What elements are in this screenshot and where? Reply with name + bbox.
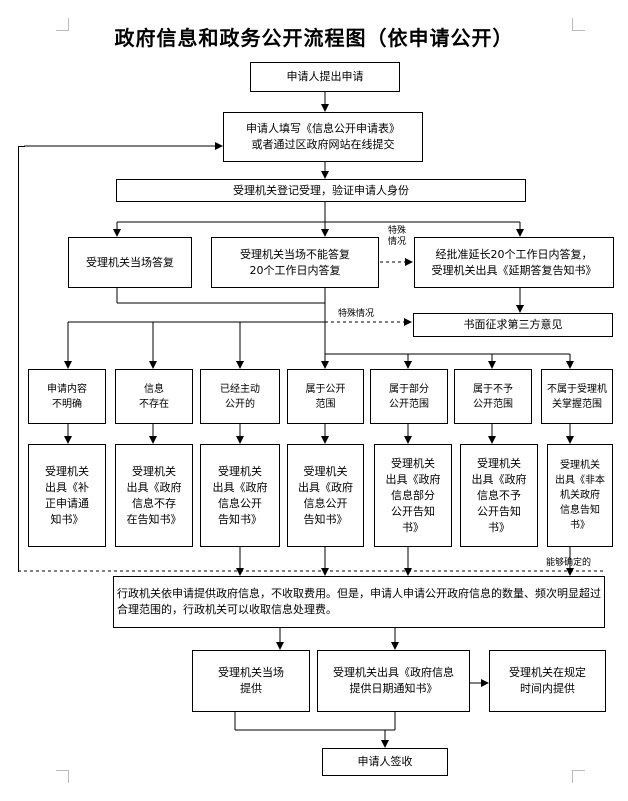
provide-on-spot: 受理机关当场 提供 xyxy=(192,650,310,712)
corner-mark xyxy=(56,18,69,31)
result-refuse-notice: 受理机关 出具《政府 信息不予 公开告知 书》 xyxy=(460,444,538,547)
category-partial-public: 属于部分 公开范围 xyxy=(370,369,448,424)
corner-mark xyxy=(572,770,585,783)
corner-mark xyxy=(572,18,585,31)
feedback-line xyxy=(18,146,25,572)
page-title: 政府信息和政务公开流程图（依申请公开） xyxy=(114,26,514,50)
applicant-sign: 申请人签收 xyxy=(322,748,448,776)
step-register-verify: 受理机关登记受理，验证申请人身份 xyxy=(116,179,526,202)
step-answer-on-spot: 受理机关当场答复 xyxy=(68,237,192,288)
step-answer-within-20-days: 受理机关当场不能答复 20个工作日内答复 xyxy=(211,237,379,288)
able-to-determine-label: 能够确定的 xyxy=(546,558,592,568)
category-not-public: 属于不予 公开范围 xyxy=(454,369,532,424)
result-correction-notice: 受理机关 出具《补 正申请通 知书》 xyxy=(28,444,106,547)
step-extend-20-days: 经批准延长20个工作日内答复， 受理机关出具《延期答复告知书》 xyxy=(414,237,614,288)
special-case-label: 特殊 情况 xyxy=(388,226,407,247)
corner-mark xyxy=(56,770,69,783)
step-fill-application: 申请人填写《信息公开申请表》 或者通过区政府网站在线提交 xyxy=(223,112,423,162)
special-case-label-2: 特殊情况 xyxy=(338,309,375,319)
category-already-public: 已经主动 公开的 xyxy=(200,369,280,424)
category-unclear-content: 申请内容 不明确 xyxy=(28,369,106,424)
result-partial-notice: 受理机关 出具《政府 信息部分 公开告知 书》 xyxy=(374,444,452,547)
result-non-agency-notice: 受理机关 出具《非本 机关政府 信息告知 书》 xyxy=(547,444,613,547)
step-submit-request: 申请人提出申请 xyxy=(250,62,400,92)
fee-notice: 行政机关依申请提供政府信息，不收取费用。但是，申请人申请公开政府信息的数量、频次… xyxy=(113,576,605,628)
result-public-notice-a: 受理机关 出具《政府 信息公开 告知书》 xyxy=(200,444,280,547)
provide-date-notice: 受理机关出具《政府信息 提供日期通知书》 xyxy=(317,650,470,712)
category-out-of-scope: 不属于受理机 关掌握范围 xyxy=(541,369,613,424)
category-info-not-exist: 信息 不存在 xyxy=(115,369,193,424)
result-not-exist-notice: 受理机关 出具《政府 信息不存 在告知书》 xyxy=(115,444,193,547)
result-public-notice-b: 受理机关 出具《政府 信息公开 告知书》 xyxy=(287,444,364,547)
step-third-party-opinion: 书面征求第三方意见 xyxy=(413,313,613,337)
category-public-scope: 属于公开 范围 xyxy=(287,369,364,424)
provide-in-time: 受理机关在规定 时间内提供 xyxy=(489,650,606,712)
